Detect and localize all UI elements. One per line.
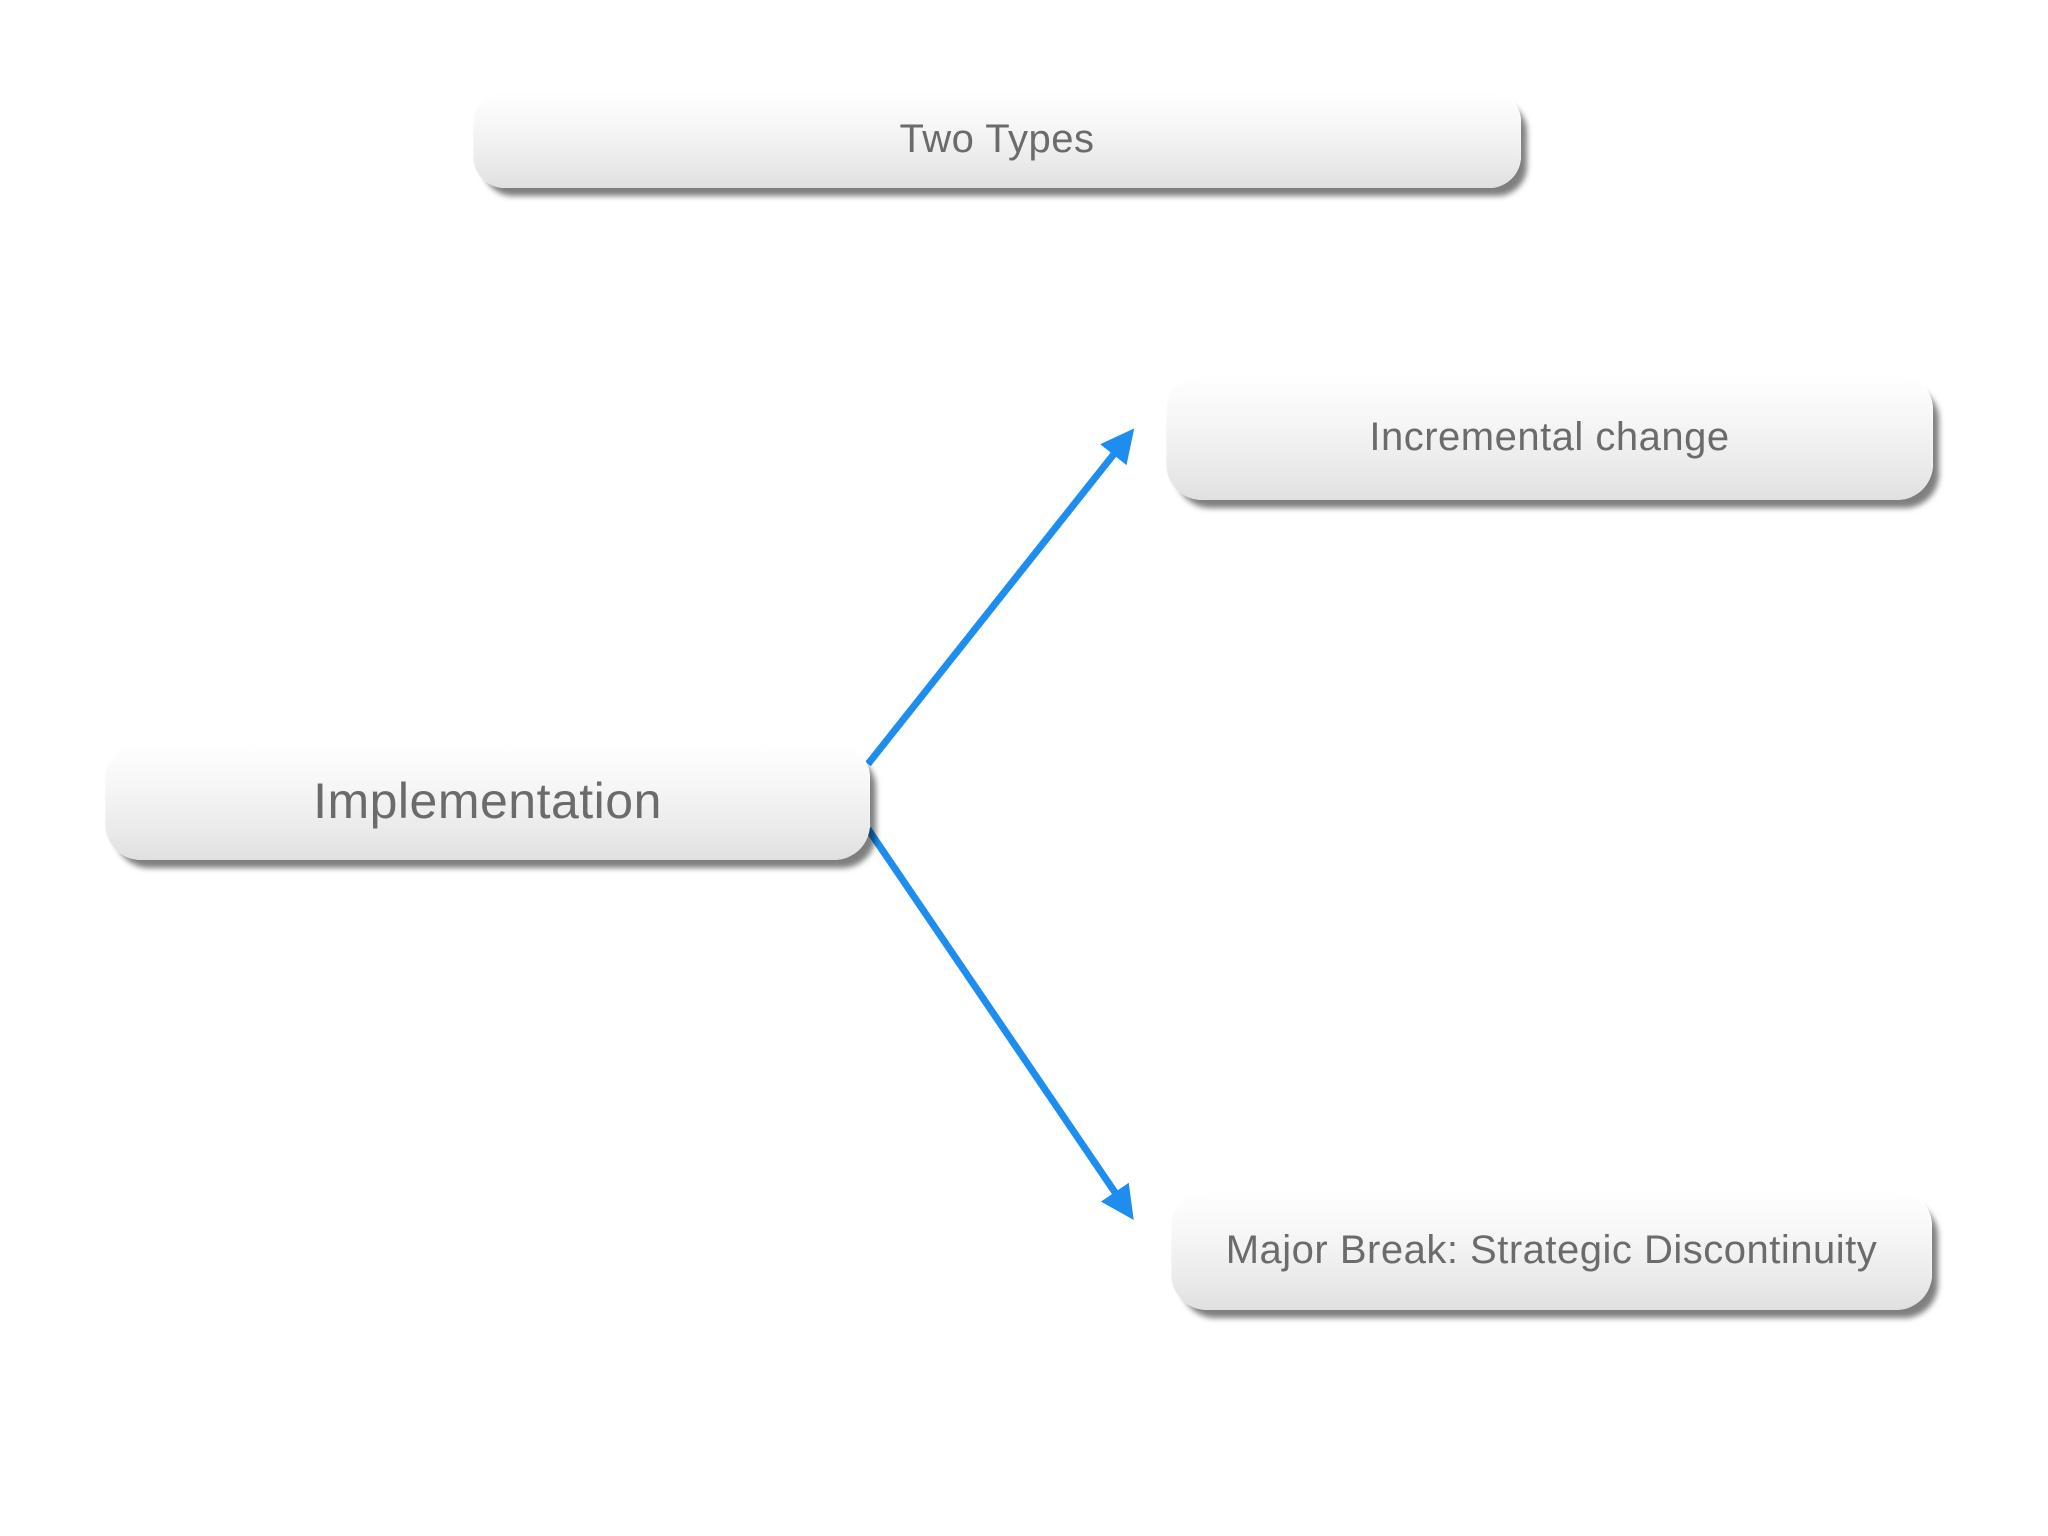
node-label: Implementation — [313, 773, 662, 829]
arrow-implementation-to-incremental-change — [865, 428, 1135, 767]
arrow-implementation-to-major-break — [865, 827, 1134, 1220]
node-label: Two Types — [899, 116, 1095, 161]
node-two-types: Two Types — [473, 90, 1521, 188]
node-implementation: Implementation — [105, 742, 870, 860]
node-label: Major Break: Strategic Discontinuity — [1225, 1227, 1878, 1272]
node-major-break: Major Break: Strategic Discontinuity — [1171, 1190, 1932, 1310]
node-label: Incremental change — [1369, 414, 1730, 459]
node-incremental-change: Incremental change — [1166, 374, 1933, 500]
